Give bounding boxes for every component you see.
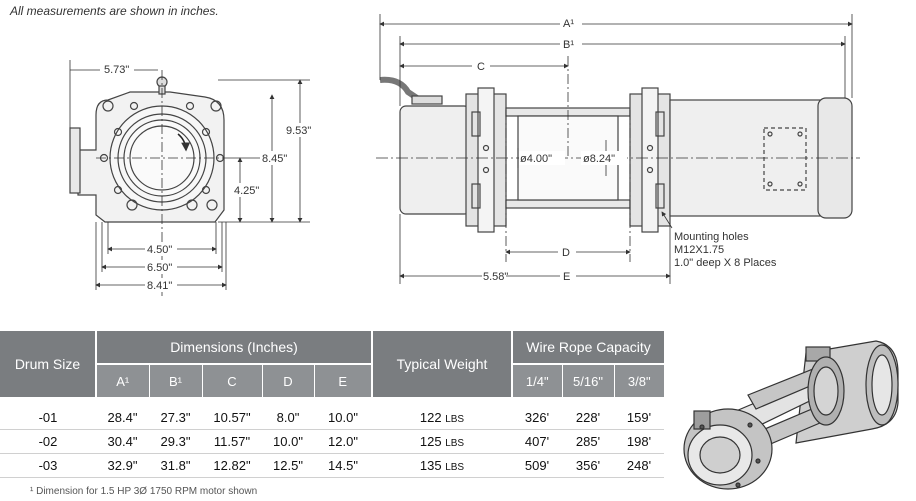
weight-unit: LBS: [445, 462, 465, 473]
header-rope-1-4: 1/4": [512, 364, 563, 397]
cell-rope-1: 407': [512, 429, 562, 454]
cell-a: 32.9": [96, 453, 149, 478]
mounting-note-line-3: 1.0" deep X 8 Places: [674, 257, 777, 269]
header-rope-3-8: 3/8": [614, 364, 664, 397]
cell-rope-2: 285': [562, 429, 614, 454]
cell-c: 11.57": [202, 429, 262, 454]
cell-rope-1: 509': [512, 453, 562, 478]
weight-value: 125: [419, 434, 442, 449]
dim-6-50: 6.50": [147, 262, 172, 274]
cell-weight: 135 LBS: [372, 453, 512, 478]
cell-b: 31.8": [149, 453, 202, 478]
cell-weight: 122 LBS: [372, 406, 512, 430]
cell-drum: -03: [0, 453, 96, 478]
cell-a: 30.4": [96, 429, 149, 454]
cell-b: 29.3": [149, 429, 202, 454]
front-view: [69, 76, 225, 223]
dim-d: D: [562, 247, 570, 259]
dim-dia-4-00: ø4.00": [520, 153, 552, 165]
cell-rope-3: 248': [614, 453, 664, 478]
cell-rope-3: 159': [614, 406, 664, 430]
dim-c: C: [477, 61, 485, 73]
mounting-note-line-1: Mounting holes: [674, 231, 749, 243]
winch-product-image: [683, 340, 899, 490]
technical-drawing: 5.73" 9.53" 8.45" 4.25" 4.50" 6.50" 8.41…: [69, 14, 860, 296]
dim-5-73: 5.73": [104, 64, 129, 76]
header-drum-size: Drum Size: [0, 331, 97, 397]
cell-e: 12.0": [314, 429, 372, 454]
dim-8-41: 8.41": [147, 280, 172, 292]
header-e: E: [314, 364, 373, 397]
cell-rope-1: 326': [512, 406, 562, 430]
cell-drum: -02: [0, 429, 96, 454]
cell-rope-2: 356': [562, 453, 614, 478]
header-rope-5-16: 5/16": [562, 364, 615, 397]
footnote: ¹ Dimension for 1.5 HP 3Ø 1750 RPM motor…: [30, 486, 258, 497]
cell-weight: 125 LBS: [372, 429, 512, 454]
table-row: -03 32.9" 31.8" 12.82" 12.5" 14.5" 135 L…: [0, 453, 664, 478]
dim-8-45: 8.45": [262, 153, 287, 165]
dim-a1: A¹: [563, 18, 574, 30]
cell-c: 10.57": [202, 406, 262, 430]
weight-value: 122: [419, 410, 442, 425]
cell-c: 12.82": [202, 453, 262, 478]
header-b1: B¹: [149, 364, 203, 397]
dim-dia-8-24: ø8.24": [583, 153, 615, 165]
cell-rope-2: 228': [562, 406, 614, 430]
header-dimensions: Dimensions (Inches): [96, 331, 373, 365]
header-a1: A¹: [96, 364, 150, 397]
header-typical-weight: Typical Weight: [372, 331, 513, 397]
header-d: D: [262, 364, 315, 397]
header-c: C: [202, 364, 263, 397]
table-row: -01 28.4" 27.3" 10.57" 8.0" 10.0" 122 LB…: [0, 406, 664, 430]
weight-unit: LBS: [445, 414, 465, 425]
cell-e: 14.5": [314, 453, 372, 478]
dim-4-50: 4.50": [147, 244, 172, 256]
cell-d: 8.0": [262, 406, 314, 430]
cell-e: 10.0": [314, 406, 372, 430]
cell-d: 10.0": [262, 429, 314, 454]
cell-b: 27.3": [149, 406, 202, 430]
dim-5-58: 5.58": [483, 271, 508, 283]
cell-d: 12.5": [262, 453, 314, 478]
cell-a: 28.4": [96, 406, 149, 430]
cell-drum: -01: [0, 406, 96, 430]
weight-value: 135: [419, 458, 442, 473]
cell-rope-3: 198': [614, 429, 664, 454]
table-row: -02 30.4" 29.3" 11.57" 10.0" 12.0" 125 L…: [0, 429, 664, 454]
specifications-table: Drum Size Dimensions (Inches) Typical We…: [0, 331, 664, 478]
weight-unit: LBS: [445, 438, 465, 449]
dim-9-53: 9.53": [286, 125, 311, 137]
dim-b1: B¹: [563, 39, 574, 51]
dim-4-25: 4.25": [234, 185, 259, 197]
measurement-note: All measurements are shown in inches.: [10, 4, 219, 18]
header-wire-rope-capacity: Wire Rope Capacity: [512, 331, 664, 365]
dim-e: E: [563, 271, 570, 283]
mounting-note-line-2: M12X1.75: [674, 244, 724, 256]
